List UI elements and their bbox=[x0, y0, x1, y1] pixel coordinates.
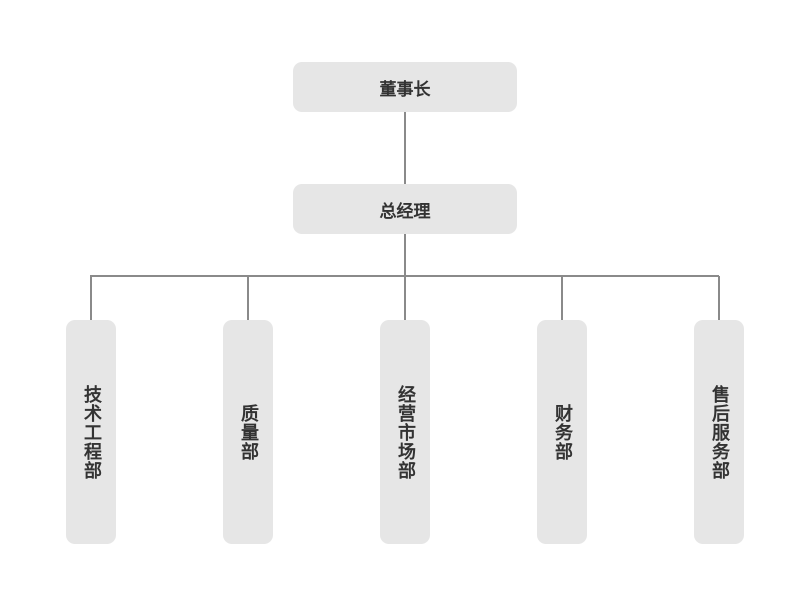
node-dept-label: 财务部 bbox=[552, 403, 573, 461]
node-dept-label: 技术工程部 bbox=[81, 384, 102, 480]
node-dept-label: 质量部 bbox=[238, 403, 259, 461]
node-dept-quality: 质量部 bbox=[223, 320, 273, 544]
node-dept-label: 售后服务部 bbox=[709, 384, 730, 480]
node-dept-finance: 财务部 bbox=[537, 320, 587, 544]
node-general-manager-label: 总经理 bbox=[379, 201, 431, 222]
node-dept-business-marketing: 经营市场部 bbox=[380, 320, 430, 544]
node-general-manager: 总经理 bbox=[293, 184, 517, 234]
node-chairman-label: 董事长 bbox=[379, 79, 431, 100]
node-dept-technical-engineering: 技术工程部 bbox=[66, 320, 116, 544]
node-dept-label: 经营市场部 bbox=[395, 384, 416, 480]
node-dept-after-sales-service: 售后服务部 bbox=[694, 320, 744, 544]
node-chairman: 董事长 bbox=[293, 62, 517, 112]
